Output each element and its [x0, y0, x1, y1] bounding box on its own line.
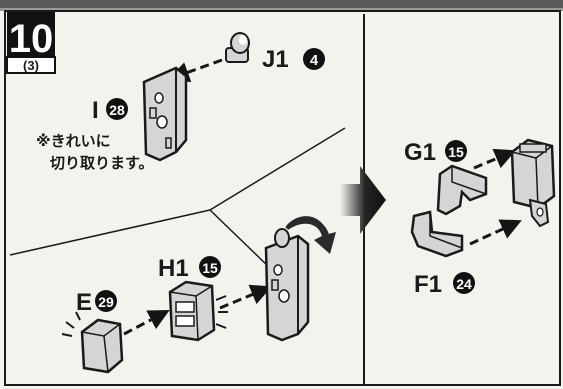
label-j1: J1 4 [262, 46, 325, 73]
label-g1: G1 15 [404, 139, 467, 166]
callout-line-upper [210, 128, 345, 210]
part-i-plate [144, 68, 186, 160]
qty-i: 28 [109, 102, 125, 118]
cutting-note-line1: ※きれいに [36, 132, 111, 150]
step-badge: 10 (3) [7, 12, 55, 73]
emphasis-marks-h1 [216, 296, 228, 328]
arrow-h1-to-assembly [220, 288, 268, 308]
top-frame-bar [0, 0, 563, 8]
callout-line-lower [210, 210, 270, 268]
step-transition-arrow [340, 166, 386, 234]
part-f1-bracket [412, 212, 462, 256]
qty-h1: 15 [202, 260, 218, 276]
label-j1-code: J1 [262, 46, 289, 73]
arrow-e-to-h1 [124, 312, 166, 334]
arrow-f1-to-assembly [470, 222, 518, 244]
label-e-code: E [76, 289, 92, 316]
label-f1-code: F1 [414, 271, 442, 298]
cutting-note-line2: 切り取ります。 [50, 154, 154, 172]
label-h1: H1 15 [158, 255, 221, 282]
label-i-code: I [92, 97, 99, 124]
part-j1-pin [226, 33, 249, 62]
step-substep: (3) [23, 58, 39, 73]
label-g1-code: G1 [404, 139, 436, 166]
callout-line-left [10, 210, 210, 255]
qty-e: 29 [98, 294, 114, 310]
arrow-g1-to-assembly [474, 152, 512, 168]
qty-j1: 4 [310, 52, 319, 69]
part-e-block [82, 320, 122, 372]
step-number: 10 [9, 17, 54, 61]
qty-g1: 15 [448, 144, 464, 160]
label-e: E 29 [76, 289, 117, 316]
label-f1: F1 24 [414, 271, 475, 298]
part-assembled-unit [512, 140, 554, 226]
label-h1-code: H1 [158, 255, 189, 282]
label-i: I 28 [92, 97, 128, 124]
part-i-assembled [266, 229, 308, 340]
qty-f1: 24 [456, 276, 472, 292]
part-g1-bracket [438, 166, 486, 214]
part-h1-block [170, 282, 214, 340]
